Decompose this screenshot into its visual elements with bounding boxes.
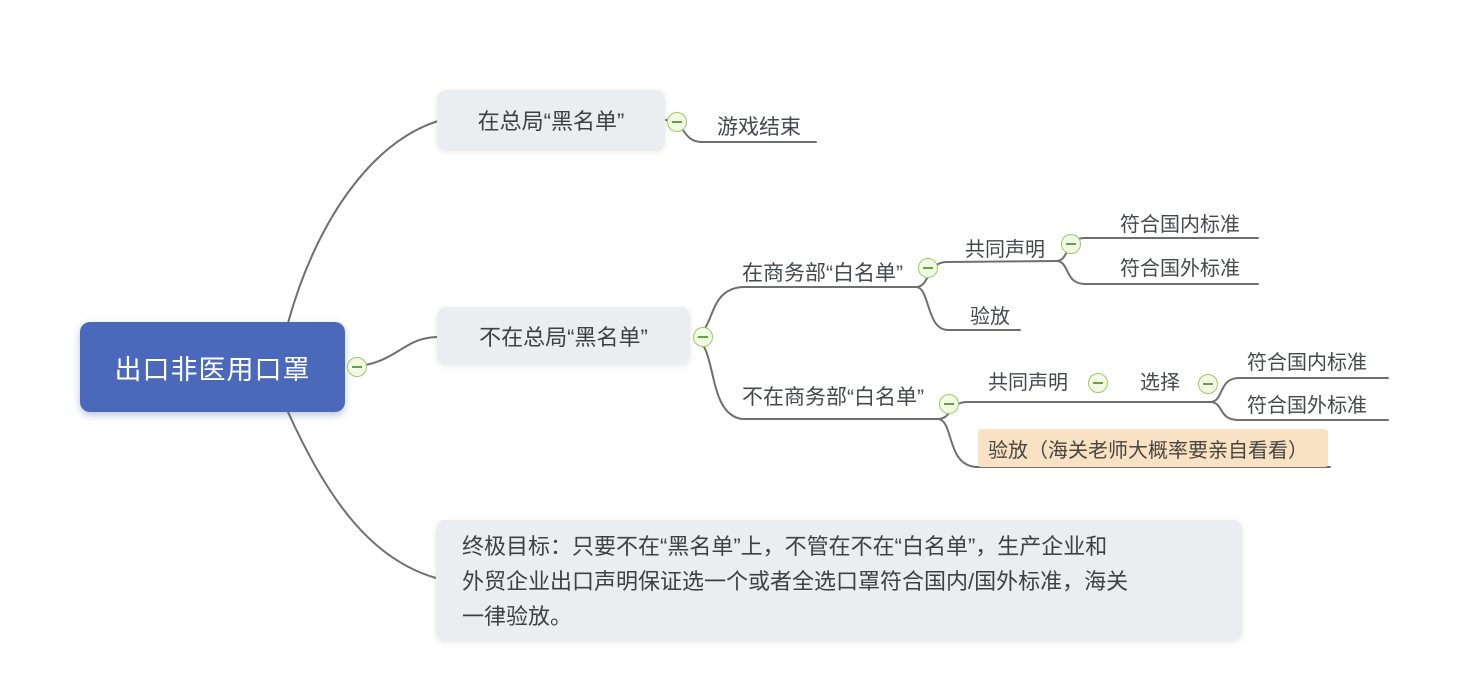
- goal-note-node[interactable]: 终极目标：只要不在“黑名单”上，不管在不在“白名单”，生产企业和 外贸企业出口声…: [436, 520, 1242, 640]
- collapse-icon-not-whitelist[interactable]: [939, 394, 959, 414]
- goal-line-1: 终极目标：只要不在“黑名单”上，不管在不在“白名单”，生产企业和: [462, 534, 1108, 559]
- node-blacklist[interactable]: 在总局“黑名单”: [437, 90, 665, 150]
- collapse-icon-blacklist[interactable]: [667, 112, 687, 132]
- minus-icon: [944, 403, 954, 405]
- minus-icon: [923, 267, 933, 269]
- label-meets-foreign-2[interactable]: 符合国外标准: [1247, 395, 1367, 417]
- collapse-icon-whitelist[interactable]: [918, 258, 938, 278]
- label-not-whitelist[interactable]: 不在商务部“白名单”: [742, 386, 924, 409]
- collapse-icon-choose[interactable]: [1198, 374, 1218, 394]
- minus-icon: [1093, 382, 1103, 384]
- label-joint-declaration-2[interactable]: 共同声明: [988, 372, 1068, 394]
- minus-icon: [1066, 243, 1076, 245]
- goal-line-2: 外贸企业出口声明保证选一个或者全选口罩符合国内/国外标准，海关: [462, 569, 1129, 594]
- root-node[interactable]: 出口非医用口罩: [80, 322, 345, 412]
- label-joint-declaration-1[interactable]: 共同声明: [965, 239, 1045, 261]
- collapse-icon-root[interactable]: [347, 357, 367, 377]
- release-note-highlight[interactable]: 验放（海关老师大概率要亲自看看）: [978, 429, 1328, 467]
- goal-line-3: 一律验放。: [462, 604, 573, 629]
- label-choose[interactable]: 选择: [1140, 372, 1180, 394]
- label-release-1[interactable]: 验放: [970, 306, 1010, 328]
- minus-icon: [352, 366, 362, 368]
- minus-icon: [1203, 383, 1213, 385]
- label-meets-domestic-1[interactable]: 符合国内标准: [1120, 214, 1240, 236]
- minus-icon: [672, 121, 682, 123]
- label-meets-domestic-2[interactable]: 符合国内标准: [1247, 352, 1367, 374]
- label-game-over[interactable]: 游戏结束: [717, 116, 801, 139]
- minus-icon: [698, 336, 708, 338]
- collapse-icon-joint-declaration-2[interactable]: [1088, 373, 1108, 393]
- node-not-blacklist[interactable]: 不在总局“黑名单”: [437, 307, 690, 364]
- collapse-icon-joint-declaration-1[interactable]: [1061, 234, 1081, 254]
- label-meets-foreign-1[interactable]: 符合国外标准: [1120, 258, 1240, 280]
- collapse-icon-not-blacklist[interactable]: [693, 327, 713, 347]
- label-whitelist[interactable]: 在商务部“白名单”: [742, 262, 903, 285]
